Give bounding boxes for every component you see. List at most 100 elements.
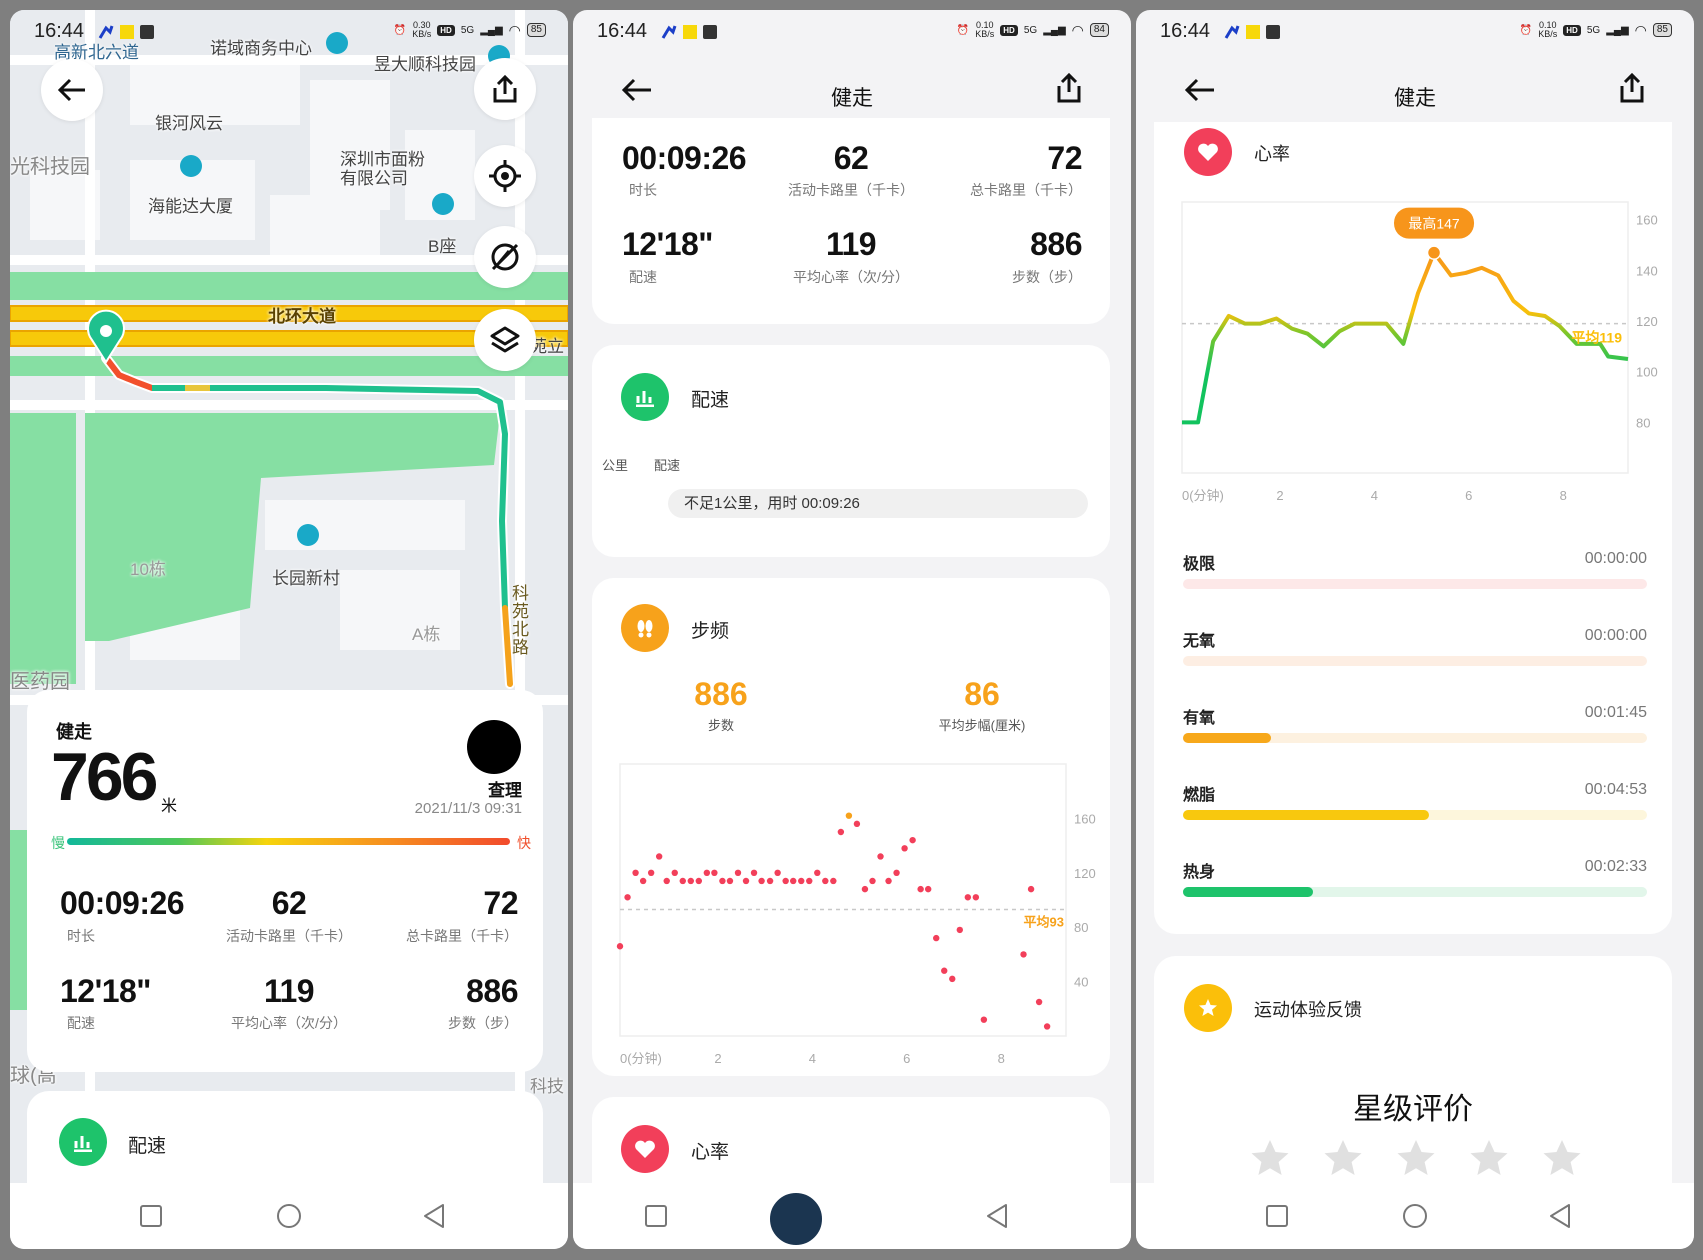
share-icon[interactable] (1618, 72, 1646, 104)
zone-time: 00:00:00 (1584, 627, 1647, 644)
map-label: 苑立 (530, 337, 564, 356)
y-tick-label: 160 (1074, 811, 1096, 826)
stat-duration-value: 00:09:26 (622, 140, 747, 176)
cadence-point (972, 894, 980, 901)
net-speed: 0.10 (1539, 20, 1557, 30)
max-point (1426, 245, 1442, 260)
plot-area (619, 763, 1067, 1037)
net-speed-unit: KB/s (1538, 29, 1558, 39)
y-tick-label: 160 (1636, 213, 1658, 228)
stat-pace-value: 12'18" (60, 973, 151, 1009)
home-icon[interactable] (1402, 1203, 1428, 1229)
stat-total-calories-label: 总卡路里（千卡） (970, 182, 1082, 198)
map-label: 北环大道 (268, 307, 336, 326)
cadence-point (687, 877, 694, 885)
cadence-point (949, 975, 956, 983)
watermark-logo (768, 1191, 824, 1247)
cadence-point (726, 877, 734, 885)
alarm-icon: ⏰ (1519, 24, 1533, 36)
average-label: 平均119 (1571, 330, 1622, 346)
star-icon[interactable] (1468, 1138, 1510, 1178)
cadence-point (758, 877, 765, 885)
y-tick-label: 80 (1074, 920, 1088, 935)
cadence-point (917, 885, 924, 893)
max-label: 最高147 (1408, 216, 1460, 232)
locate-icon (489, 160, 521, 192)
y-tick-label: 140 (1636, 263, 1658, 278)
stat-total-calories-label: 总卡路里（千卡） (406, 928, 518, 944)
zone-progress-track (1183, 733, 1647, 743)
pace-card: 配速 公里 配速 不足1公里，用时 00:09:26 (592, 345, 1110, 557)
back-triangle-icon[interactable] (422, 1203, 446, 1229)
zone-progress-track (1183, 579, 1647, 589)
average-label: 平均93 (1024, 915, 1064, 930)
cadence-point (766, 877, 774, 885)
cadence-point (734, 869, 742, 876)
zone-progress-fill (1183, 810, 1429, 820)
zone-progress-track (1183, 887, 1647, 897)
cadence-point (877, 853, 884, 860)
cadence-point (663, 877, 670, 885)
cadence-point (1035, 998, 1043, 1006)
cadence-point (1043, 1023, 1051, 1030)
stat-active-calories-label: 活动卡路里（千卡） (226, 928, 352, 944)
feedback-title: 运动体验反馈 (1254, 1000, 1362, 1020)
cadence-point (893, 869, 900, 876)
back-button[interactable] (41, 59, 103, 121)
map-label: 光科技园 (10, 156, 90, 178)
cadence-point (956, 926, 964, 934)
net-speed: 0.10 (976, 20, 994, 30)
system-nav-bar (1136, 1183, 1694, 1249)
x-tick-label: 6 (1465, 488, 1472, 503)
compass-off-icon (491, 243, 519, 271)
back-triangle-icon[interactable] (1548, 1203, 1572, 1229)
cadence-point (909, 836, 916, 844)
star-icon[interactable] (1322, 1138, 1364, 1178)
zone-name: 有氧 (1183, 710, 1216, 727)
recent-apps-icon[interactable] (139, 1204, 163, 1228)
workout-summary-card: 健走 766 米 查理 2021/11/3 09:31 慢 快 00:09:26… (27, 690, 543, 1072)
stats-card: 00:09:26 时长 62 活动卡路里（千卡） 72 总卡路里（千卡） 12'… (592, 118, 1110, 324)
star-icon[interactable] (1541, 1138, 1583, 1178)
locate-button[interactable] (474, 145, 536, 207)
zone-name: 热身 (1183, 864, 1216, 881)
stat-heart-rate-label: 平均心率（次/分） (793, 269, 909, 285)
zone-time: 00:04:53 (1584, 781, 1647, 798)
share-button[interactable] (474, 58, 536, 120)
stat-total-calories-value: 72 (483, 885, 518, 921)
back-arrow-icon[interactable] (621, 78, 653, 102)
status-time: 16:44 (597, 20, 648, 42)
star-icon[interactable] (1249, 1138, 1291, 1178)
footprints-icon (621, 604, 669, 652)
pace-column-km: 公里 (602, 458, 629, 473)
avatar[interactable] (467, 720, 521, 774)
star-rating (1249, 1138, 1583, 1178)
back-triangle-icon[interactable] (985, 1203, 1009, 1229)
stat-pace-value: 12'18" (622, 226, 713, 262)
stat-heart-rate-label: 平均心率（次/分） (231, 1015, 347, 1031)
status-time: 16:44 (34, 20, 85, 42)
stat-steps-value: 886 (1030, 226, 1082, 262)
share-icon[interactable] (1055, 72, 1083, 104)
star-icon[interactable] (1395, 1138, 1437, 1178)
y-tick-label: 80 (1636, 415, 1650, 430)
home-icon[interactable] (276, 1203, 302, 1229)
stat-steps-label: 步数（步） (1012, 269, 1082, 285)
map-layers-button[interactable] (474, 309, 536, 371)
recent-apps-icon[interactable] (1265, 1204, 1289, 1228)
back-arrow-icon[interactable] (1184, 78, 1216, 102)
cadence-card-title: 步频 (691, 621, 730, 642)
cadence-steps-label: 步数 (707, 718, 735, 733)
cadence-point (616, 943, 624, 950)
workout-datetime: 2021/11/3 09:31 (414, 800, 522, 817)
cadence-point (624, 894, 631, 901)
stat-duration-value: 00:09:26 (60, 885, 185, 921)
stat-active-calories-value: 62 (271, 885, 307, 921)
recent-apps-icon[interactable] (644, 1204, 668, 1228)
cadence-point (703, 869, 711, 876)
heart-rate-title: 心率 (1254, 144, 1290, 164)
compass-toggle-button[interactable] (474, 226, 536, 288)
distance-value: 766 (51, 739, 158, 815)
